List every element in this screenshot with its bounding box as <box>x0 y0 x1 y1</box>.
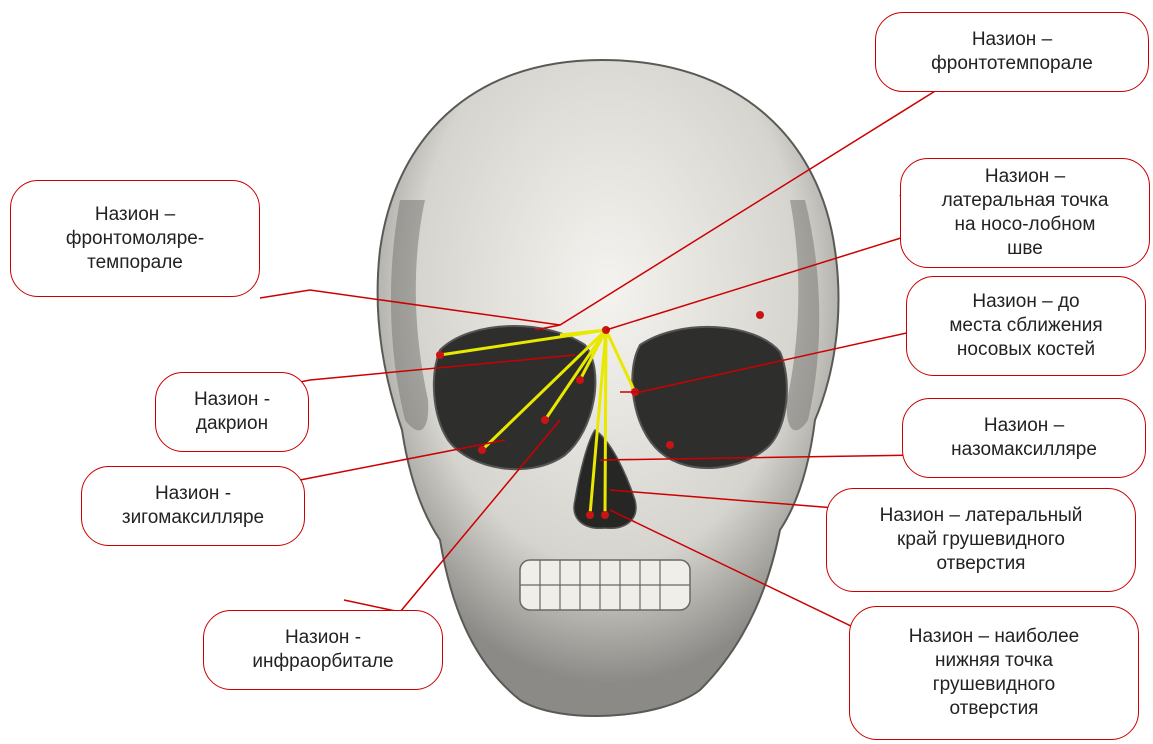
callout-piriform-lateral-text: Назион – латеральный край грушевидного о… <box>880 504 1083 576</box>
left-orbit <box>434 326 596 469</box>
callout-nasal-bones-text: Назион – до места сближения носовых кост… <box>949 290 1102 362</box>
callout-frontotemporale: Назион – фронтотемпорале <box>875 12 1149 92</box>
callout-piriform-lowest: Назион – наиболее нижняя точка грушевидн… <box>849 606 1139 740</box>
callout-piriform-lateral: Назион – латеральный край грушевидного о… <box>826 488 1136 592</box>
right-orbit <box>632 327 787 468</box>
callout-nasal-bones: Назион – до места сближения носовых кост… <box>906 276 1146 376</box>
callout-lateral-nasofrontal: Назион – латеральная точка на носо-лобно… <box>900 158 1150 268</box>
callout-infraorbitale-text: Назион - инфраорбитале <box>252 626 393 674</box>
callout-dacryon: Назион - дакрион <box>155 372 309 452</box>
callout-infraorbitale: Назион - инфраорбитале <box>203 610 443 690</box>
callout-zygomaxillare: Назион - зигомаксилляре <box>81 466 305 546</box>
skull-illustration <box>378 60 839 716</box>
callout-nasomaxillare-text: Назион – назомаксилляре <box>951 414 1097 462</box>
callout-frontomolare: Назион – фронтомоляре- темпорале <box>10 180 260 297</box>
callout-zygomaxillare-text: Назион - зигомаксилляре <box>122 482 264 530</box>
callout-frontomolare-text: Назион – фронтомоляре- темпорале <box>66 203 204 275</box>
callout-nasomaxillare: Назион – назомаксилляре <box>902 398 1146 478</box>
callout-frontotemporale-text: Назион – фронтотемпорале <box>931 28 1093 76</box>
callout-lateral-nasofrontal-text: Назион – латеральная точка на носо-лобно… <box>942 165 1109 261</box>
callout-dacryon-text: Назион - дакрион <box>194 388 270 436</box>
callout-piriform-lowest-text: Назион – наиболее нижняя точка грушевидн… <box>909 625 1080 721</box>
